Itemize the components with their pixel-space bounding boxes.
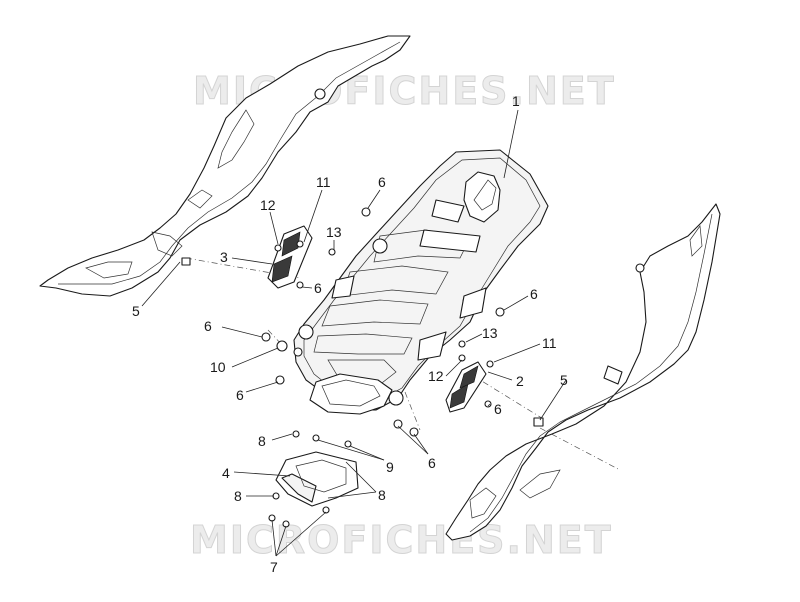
callout-11-top: 11 [316,174,331,190]
nut-6-bottom-a [393,419,403,429]
left-side-panel [39,35,411,297]
callout-6-bottom: 6 [428,455,436,471]
nut-6-bottom-b [409,427,419,437]
tray-boss-lower-left [298,324,314,340]
callout-6-top: 6 [378,174,386,190]
undertray [293,149,549,415]
tray-boss-upper-left [372,238,388,254]
screw-7-c [322,506,330,514]
callout-6-lower-right: 6 [494,401,502,417]
callout-6-right: 6 [530,286,538,302]
callout-7: 7 [270,559,278,575]
callout-4: 4 [222,465,230,481]
callout-9: 9 [386,459,394,475]
callout-labels: 1 11 6 12 13 3 6 5 6 6 13 11 10 12 2 5 6… [132,93,568,575]
left-panel-clip [181,257,191,266]
callout-5-left: 5 [132,303,140,319]
callout-6-mid: 6 [204,318,212,334]
tray-boss-lower-right [388,390,404,406]
callout-11-right: 11 [542,335,557,351]
bushing-13-right [458,340,466,348]
screw-6-right [484,400,492,408]
bushing-13-top [328,248,336,256]
nut-6-right [495,307,505,317]
clip-12-top [274,244,282,252]
cover-plate [275,451,359,507]
callout-8-lower: 8 [234,488,242,504]
grab-handle-left [267,225,313,289]
screw-11-top [296,240,304,248]
right-panel-clip [533,417,544,427]
clip-12-right [458,354,466,362]
leader-lines [141,109,567,557]
callout-13-right: 13 [482,325,498,341]
grab-handle-right [445,361,487,413]
bushing-10b [293,347,303,357]
callout-1: 1 [512,93,520,109]
clip-8-upper [292,430,300,438]
screw-11-right [486,360,494,368]
nut-6-lower [275,375,285,385]
callout-12-right: 12 [428,368,444,384]
nut-6-mid [261,332,271,342]
washer-9-b [344,440,352,448]
watermark-bottom: MICROFICHES.NET [190,518,613,562]
callout-12-top: 12 [260,197,276,213]
callout-10: 10 [210,359,226,375]
bushing-10 [276,340,288,352]
washer-9-a [312,434,320,442]
callout-2: 2 [516,373,524,389]
callout-3: 3 [220,249,228,265]
callout-13-top: 13 [326,224,342,240]
nut-6-top [361,207,371,217]
callout-6-lower-left: 6 [236,387,244,403]
callout-5-right: 5 [560,372,568,388]
callout-8-upper: 8 [258,433,266,449]
screw-6-left [296,281,304,289]
callout-6-left: 6 [314,280,322,296]
callout-8-right: 8 [378,487,386,503]
right-side-panel [445,203,721,541]
